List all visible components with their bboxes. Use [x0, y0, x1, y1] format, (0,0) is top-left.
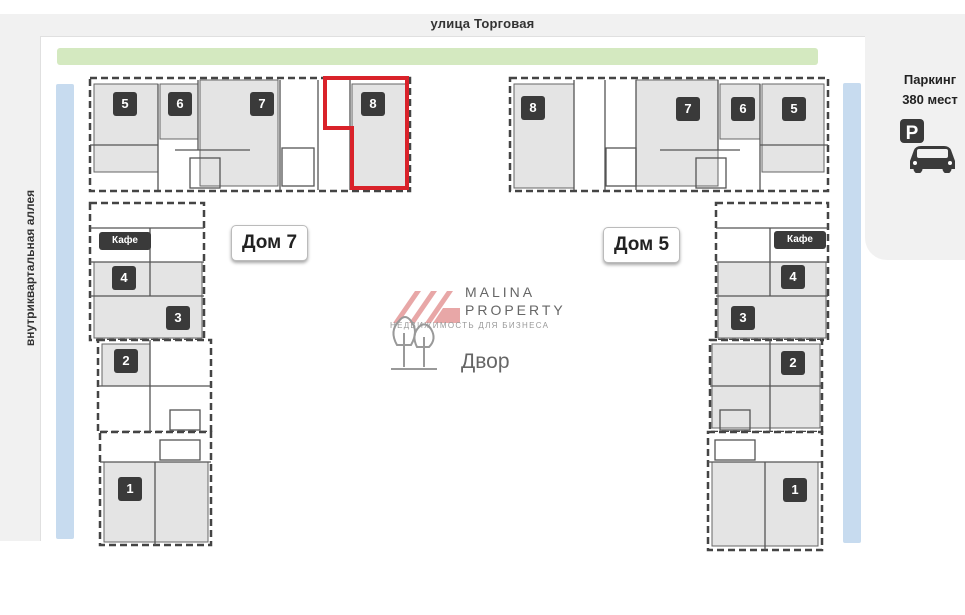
parking-area — [865, 30, 965, 260]
yard-label: Двор — [461, 350, 510, 373]
parking-title: Паркинг — [903, 72, 957, 87]
unit-badge-b7-6[interactable]: 6 — [168, 92, 192, 116]
unit-badge-b7-4[interactable]: 4 — [112, 266, 136, 290]
unit-badge-b5-7[interactable]: 7 — [676, 97, 700, 121]
unit-fill — [103, 461, 209, 543]
unit-badge-b5-4[interactable]: 4 — [781, 265, 805, 289]
unit-badge-b7-8[interactable]: 8 — [361, 92, 385, 116]
unit-fill — [717, 261, 827, 297]
unit-badge-b5-5[interactable]: 5 — [782, 97, 806, 121]
unit-fill — [93, 261, 203, 297]
cafe-badge-b5[interactable]: Кафе — [774, 231, 826, 249]
sidewalk-right — [843, 83, 861, 543]
parking-label: Паркинг 380 мест — [880, 70, 965, 110]
unit-badge-b5-8[interactable]: 8 — [521, 96, 545, 120]
unit-badge-b7-1[interactable]: 1 — [118, 477, 142, 501]
svg-text:P: P — [906, 123, 919, 144]
watermark-tagline: НЕДВИЖИМОСТЬ ДЛЯ БИЗНЕСА — [390, 321, 550, 330]
watermark-brand-line1: MALINA — [465, 284, 536, 300]
unit-badge-b5-1[interactable]: 1 — [783, 478, 807, 502]
parking-spaces: 380 мест — [902, 92, 958, 107]
building-7-label[interactable]: Дом 7 — [231, 225, 309, 261]
unit-fill — [635, 79, 719, 187]
watermark-brand: MALINA PROPERTY — [465, 283, 566, 319]
unit-badge-b7-2[interactable]: 2 — [114, 349, 138, 373]
unit-badge-b7-5[interactable]: 5 — [113, 92, 137, 116]
watermark-brand-line2: PROPERTY — [465, 302, 566, 318]
parking-car-icon: P — [900, 119, 955, 173]
sidewalk-left — [56, 84, 74, 539]
street-torgovaya-label: улица Торговая — [430, 16, 535, 31]
highlighted-unit-outline — [323, 76, 409, 190]
unit-badge-b7-3[interactable]: 3 — [166, 306, 190, 330]
unit-badge-b7-7[interactable]: 7 — [250, 92, 274, 116]
building-5-label[interactable]: Дом 5 — [603, 227, 681, 263]
unit-badge-b5-6[interactable]: 6 — [731, 97, 755, 121]
inner-alley — [0, 36, 41, 541]
green-lawn-strip — [57, 48, 818, 65]
cafe-badge-b7[interactable]: Кафе — [99, 232, 151, 250]
unit-badge-b5-3[interactable]: 3 — [731, 306, 755, 330]
unit-badge-b5-2[interactable]: 2 — [781, 351, 805, 375]
street-torgovaya — [0, 14, 965, 37]
malina-logo-icon — [391, 291, 460, 370]
